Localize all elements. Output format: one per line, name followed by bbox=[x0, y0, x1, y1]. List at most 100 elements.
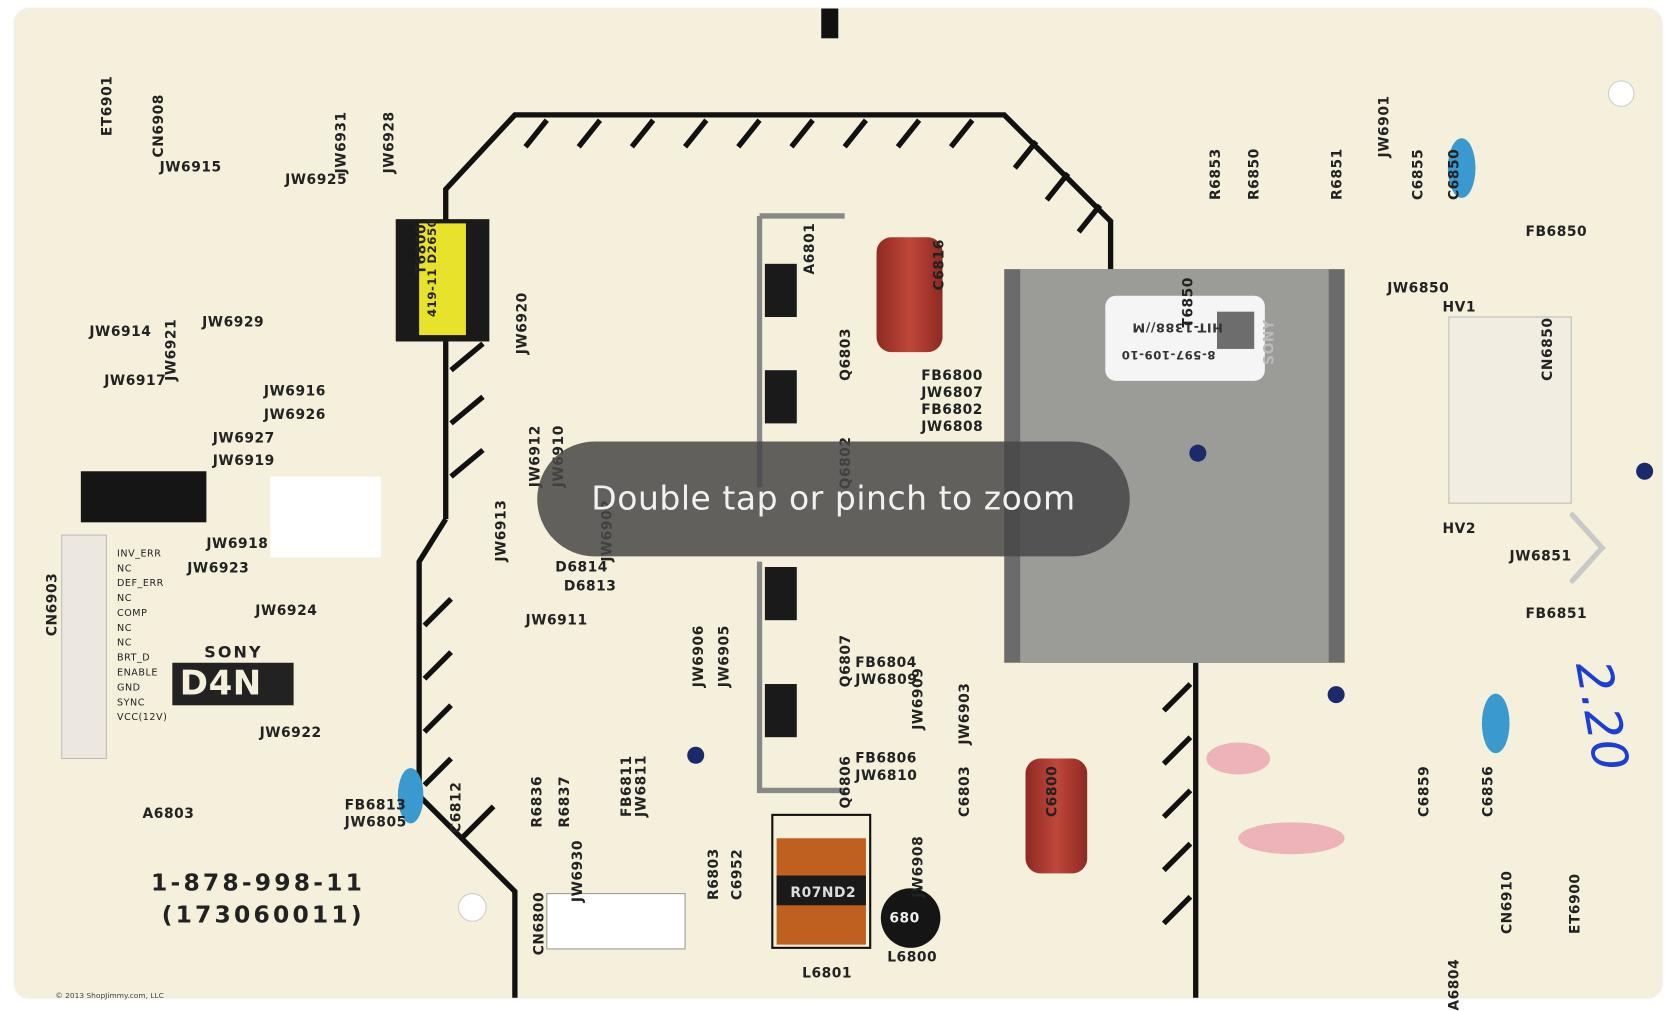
transformer-code: 8-597-109-10 bbox=[1121, 347, 1216, 362]
component-label: JW6924 bbox=[255, 603, 318, 620]
component-label: JW6908 bbox=[910, 835, 927, 898]
component-label: JW6927 bbox=[212, 430, 275, 447]
brand-logo: SONY bbox=[204, 642, 263, 662]
component-label: L6800 bbox=[887, 949, 938, 966]
component-label: D6814 bbox=[555, 559, 608, 576]
pin-label: COMP bbox=[117, 608, 148, 620]
copyright-text: © 2013 ShopJimmy.com, LLC bbox=[55, 991, 164, 1000]
component-label: L6801 bbox=[802, 965, 853, 982]
component-label: FB6802 bbox=[921, 402, 983, 419]
component-label: CN6850 bbox=[1540, 317, 1557, 381]
component-label: C6816 bbox=[931, 239, 948, 291]
choke-label: 680 bbox=[889, 910, 920, 927]
chevron-right-icon[interactable] bbox=[1566, 511, 1609, 585]
component-label: HV1 bbox=[1442, 299, 1477, 316]
component-label: C6803 bbox=[957, 765, 974, 817]
component-label: R6837 bbox=[557, 775, 574, 828]
zoom-hint-toast: Double tap or pinch to zoom bbox=[537, 441, 1130, 557]
component-label: CN6908 bbox=[151, 94, 168, 158]
component-label: CN6800 bbox=[531, 891, 548, 956]
component-label: FB6850 bbox=[1525, 224, 1588, 241]
component-label: C6856 bbox=[1480, 765, 1497, 817]
component-label: JW6917 bbox=[104, 373, 167, 390]
transformer-brand: SONY bbox=[1261, 319, 1278, 365]
component-label: JW6811 bbox=[634, 754, 650, 817]
component-label: JW6810 bbox=[855, 768, 918, 785]
component-label: A6804 bbox=[1446, 958, 1463, 1011]
component-label: A6803 bbox=[142, 806, 195, 823]
pin-label: NC bbox=[117, 563, 132, 575]
component-label: JW6931 bbox=[334, 111, 350, 174]
component-label: FB6806 bbox=[855, 751, 917, 767]
component-label: JW6928 bbox=[381, 111, 398, 174]
component-label: ET6900 bbox=[1568, 873, 1584, 935]
component-label: FB6800 bbox=[921, 368, 983, 385]
component-label: JW6918 bbox=[206, 536, 269, 553]
pin-label: ENABLE bbox=[117, 668, 158, 679]
component-label: C6855 bbox=[1410, 148, 1427, 200]
inductor-label: R07ND2 bbox=[790, 885, 857, 902]
component-label: ET6901 bbox=[99, 75, 116, 137]
component-label: D6813 bbox=[563, 578, 617, 595]
pin-label: GND bbox=[117, 682, 141, 694]
pin-label: INV_ERR bbox=[117, 548, 162, 560]
pin-label: VCC(12V) bbox=[117, 712, 168, 724]
pin-label: NC bbox=[117, 593, 132, 605]
component-label: C6850 bbox=[1446, 148, 1463, 200]
component-label: R6851 bbox=[1329, 148, 1346, 200]
pcb-board-photo: HIT-1388//M 8-597-109-10 SONY R07ND2 680… bbox=[14, 8, 1662, 1011]
component-label: R6853 bbox=[1208, 148, 1225, 200]
component-label: JW6923 bbox=[187, 560, 250, 577]
component-label: JW6921 bbox=[163, 318, 180, 381]
component-label: JW6850 bbox=[1387, 280, 1450, 297]
component-label: JW6905 bbox=[717, 625, 733, 688]
component-label: JW6926 bbox=[263, 407, 326, 424]
board-outline-art bbox=[61, 8, 1654, 998]
component-label: JW6901 bbox=[1376, 95, 1393, 158]
component-label: C6812 bbox=[448, 781, 465, 833]
component-label: CN6903 bbox=[44, 572, 61, 637]
component-label: FB6851 bbox=[1525, 606, 1588, 623]
component-label: T6850 bbox=[1180, 277, 1197, 328]
component-label: Q6807 bbox=[838, 634, 855, 688]
component-label: R6836 bbox=[529, 775, 546, 828]
pin-label: NC bbox=[117, 623, 132, 635]
component-label: JW6916 bbox=[263, 384, 326, 400]
component-label: C6859 bbox=[1416, 765, 1433, 817]
component-label: FB6804 bbox=[855, 655, 917, 672]
component-label: FB6813 bbox=[344, 797, 407, 814]
component-label: JW6807 bbox=[921, 385, 984, 402]
component-label: JW6809 bbox=[855, 672, 918, 689]
pin-label: SYNC bbox=[117, 697, 145, 709]
component-label: JW6903 bbox=[957, 682, 974, 745]
capacitor-c6800 bbox=[1025, 758, 1088, 874]
component-label: FB6811 bbox=[619, 755, 636, 817]
component-label: JW6906 bbox=[691, 625, 708, 688]
part-number: 1-878-998-11 bbox=[151, 870, 366, 897]
component-label: JW6851 bbox=[1509, 548, 1572, 565]
component-label: JW6805 bbox=[344, 814, 407, 831]
component-label: CN6910 bbox=[1499, 870, 1516, 935]
component-label: JW6919 bbox=[212, 453, 275, 470]
component-label: JW6929 bbox=[202, 314, 265, 331]
component-label: C6800 bbox=[1044, 765, 1061, 817]
component-label: JW6911 bbox=[525, 612, 588, 629]
component-label: JW6930 bbox=[570, 840, 587, 903]
component-label: JW6808 bbox=[921, 419, 984, 436]
pin-label: DEF_ERR bbox=[117, 578, 164, 590]
capacitor-c6816 bbox=[876, 237, 943, 353]
transformer-label: HIT-1388//M bbox=[1131, 320, 1223, 336]
component-label: HV2 bbox=[1442, 521, 1477, 538]
component-label: C6952 bbox=[729, 848, 746, 900]
pin-label: BRT_D bbox=[117, 653, 151, 664]
component-label: T6800 bbox=[413, 223, 430, 275]
component-label: JW6915 bbox=[159, 159, 222, 176]
component-label: JW6922 bbox=[259, 725, 322, 742]
model-logo: D4N bbox=[179, 662, 262, 704]
component-label: JW6920 bbox=[514, 292, 531, 355]
zoom-hint-text: Double tap or pinch to zoom bbox=[591, 479, 1076, 519]
component-label: JW6925 bbox=[285, 172, 348, 189]
component-label: JW6914 bbox=[89, 324, 152, 341]
component-label: A6801 bbox=[802, 222, 819, 275]
